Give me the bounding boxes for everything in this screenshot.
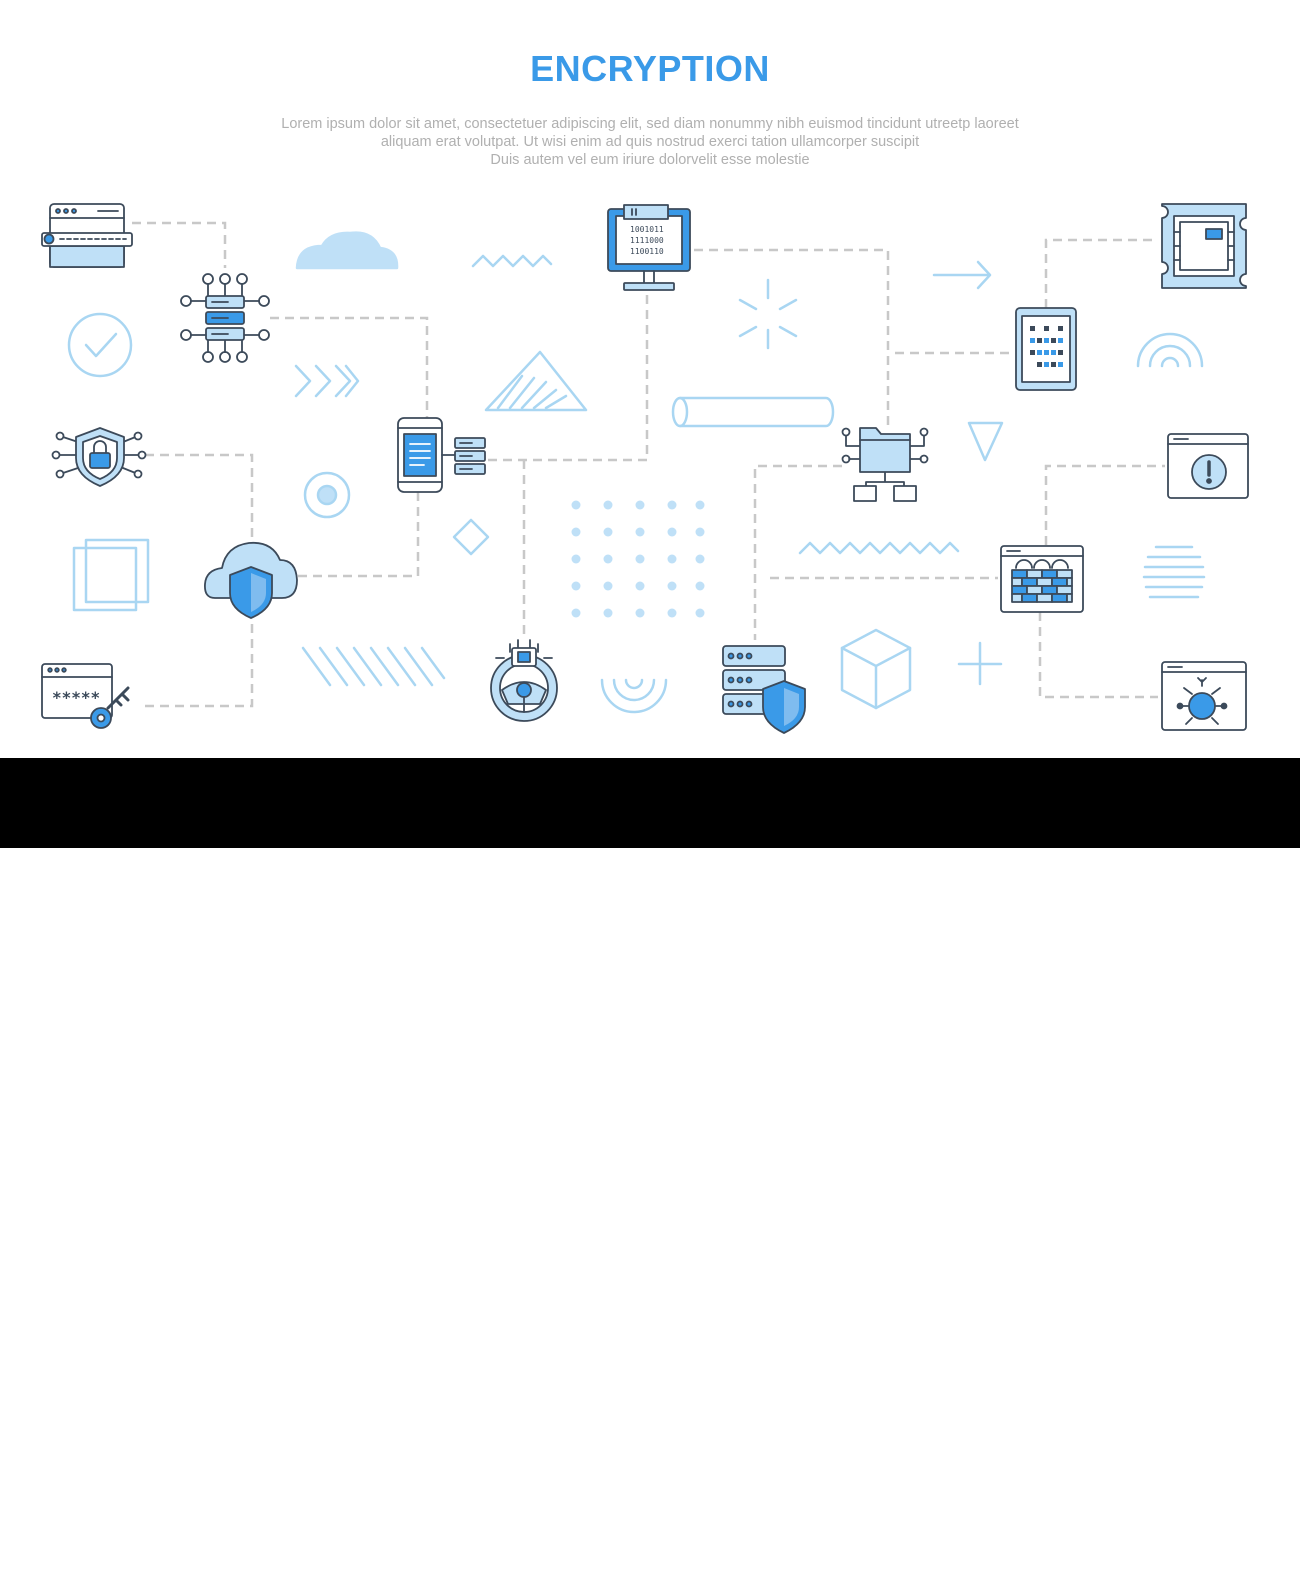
image-id: 2NGR5P8: [1183, 1539, 1252, 1556]
plus-decoration: [957, 641, 1003, 686]
cloud-decoration: [295, 231, 399, 270]
squares-decoration: [72, 546, 138, 612]
arch-decoration: [1136, 332, 1204, 368]
browser-alert-icon: [1167, 433, 1249, 499]
browser-bug-icon: [1161, 661, 1247, 731]
half-rings-decoration: [600, 678, 668, 714]
chip-steering-icon: [490, 639, 558, 722]
dot-grid-decoration: [571, 500, 705, 618]
binary-line-2: 1111000: [630, 236, 664, 245]
page-title: ENCRYPTION: [530, 48, 770, 89]
server-shield-icon: [722, 645, 806, 734]
subtitle-line-2: aliquam erat volutpat. Ut wisi enim ad q…: [380, 134, 920, 150]
zigzag-decoration-2: [798, 541, 960, 555]
tablet-grid-icon: [1015, 307, 1077, 391]
server-network-icon: [180, 273, 270, 363]
illustration: *****: [41, 203, 1249, 734]
sparkle-decoration: [738, 278, 798, 350]
down-triangle-decoration: [967, 421, 1004, 462]
stock-url-link[interactable]: www.alamy.com: [1136, 1564, 1252, 1581]
infographic-canvas: ENCRYPTION Lorem ipsum dolor sit amet, c…: [0, 0, 1300, 758]
password-key-icon: *****: [41, 663, 130, 729]
subtitle-line-1: Lorem ipsum dolor sit amet, consectetuer…: [281, 116, 1019, 132]
cube-decoration: [840, 628, 912, 710]
pipe-decoration: [678, 396, 835, 428]
binary-monitor-icon: 1001011 1111000 1100110: [607, 204, 691, 291]
browser-search-icon: [41, 203, 133, 268]
hatch-decoration: [301, 646, 446, 687]
stock-footer: alamy 2NGR5P8 www.alamy.com: [0, 758, 1300, 1587]
browser-firewall-icon: [1000, 545, 1084, 613]
arrow-decoration: [932, 260, 992, 290]
diamond-decoration: [452, 518, 490, 556]
chip-icon: [1161, 203, 1247, 289]
striped-circle-decoration: [1142, 545, 1206, 599]
cloud-shield-icon: [204, 541, 298, 619]
chevrons-decoration: [294, 364, 360, 398]
target-decoration: [303, 471, 351, 519]
binary-line-1: 1001011: [630, 225, 664, 234]
shield-lock-icon: [51, 427, 147, 487]
connector-lines: [132, 221, 1165, 708]
stock-logo[interactable]: alamy: [48, 1533, 196, 1587]
mobile-document-icon: [397, 417, 486, 493]
binary-line-3: 1100110: [630, 247, 664, 256]
password-text: *****: [52, 688, 100, 707]
decorative-shapes: [67, 231, 1206, 714]
page-subtitle: Lorem ipsum dolor sit amet, consectetuer…: [200, 115, 1100, 169]
stock-credit: 2NGR5P8 www.alamy.com: [1137, 1535, 1252, 1585]
folder-network-icon: [841, 427, 929, 502]
subtitle-line-3: Duis autem vel eum iriure dolorvelit ess…: [490, 152, 810, 168]
check-circle-decoration: [67, 312, 133, 378]
zigzag-decoration: [471, 254, 553, 268]
concept-icons: *****: [41, 203, 1249, 734]
triangle-decoration: [484, 350, 588, 412]
